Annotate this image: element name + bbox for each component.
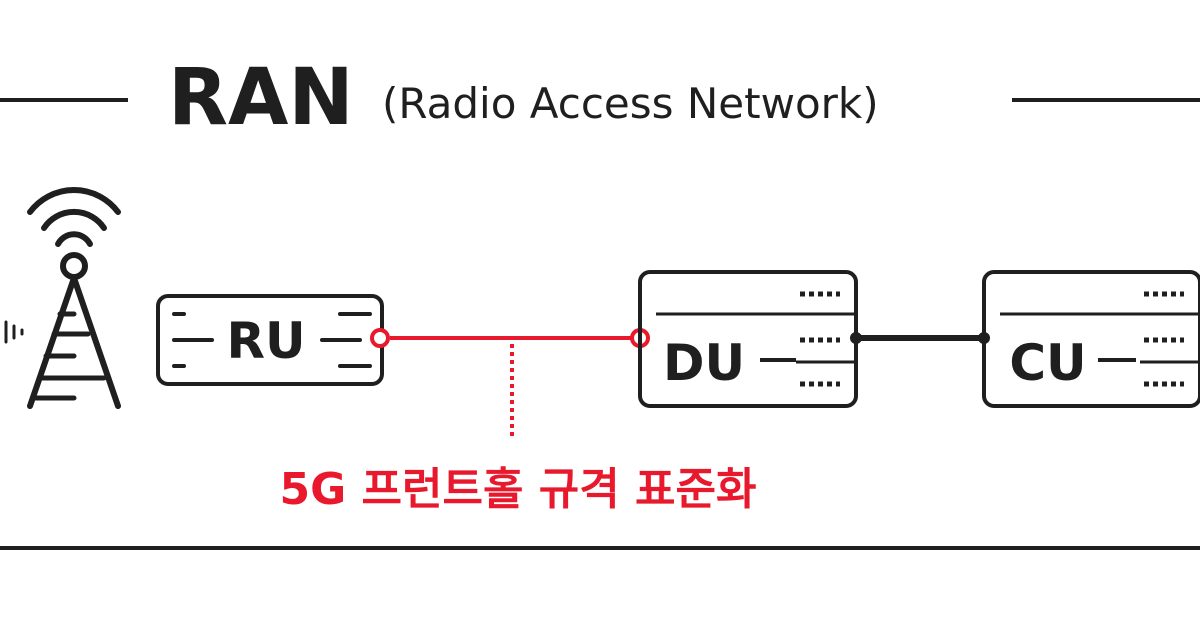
tower-signal-marks xyxy=(4,320,24,344)
du-node: DU xyxy=(638,270,858,408)
cu-label: CU xyxy=(1009,334,1086,392)
midhaul-link xyxy=(850,332,990,344)
fronthaul-caption: 5G 프런트홀 규격 표준화 xyxy=(279,464,756,515)
tower-antenna xyxy=(60,252,88,280)
cu-node: CU xyxy=(982,270,1200,408)
midhaul-port-du xyxy=(850,332,862,344)
du-vent-marks xyxy=(800,291,840,387)
cell-tower-icon xyxy=(4,187,121,409)
tower-wave-inner xyxy=(55,231,93,247)
tower-wave-middle xyxy=(41,208,107,231)
diagram-header: RAN (Radio Access Network) xyxy=(0,53,1200,143)
ru-port-marks xyxy=(172,312,372,368)
cu-vent-marks xyxy=(1144,291,1184,387)
tower-frame xyxy=(27,275,121,409)
tower-lattice xyxy=(31,311,107,401)
cu-box xyxy=(982,270,1200,408)
title-sub: (Radio Access Network) xyxy=(382,79,879,128)
title-main: RAN xyxy=(168,53,354,143)
ru-label: RU xyxy=(226,312,305,370)
ru-node: RU xyxy=(156,294,384,386)
tower-wave-outer xyxy=(27,187,121,215)
fronthaul-link xyxy=(370,328,650,440)
du-label: DU xyxy=(663,334,745,392)
fronthaul-port-ru xyxy=(370,328,390,348)
